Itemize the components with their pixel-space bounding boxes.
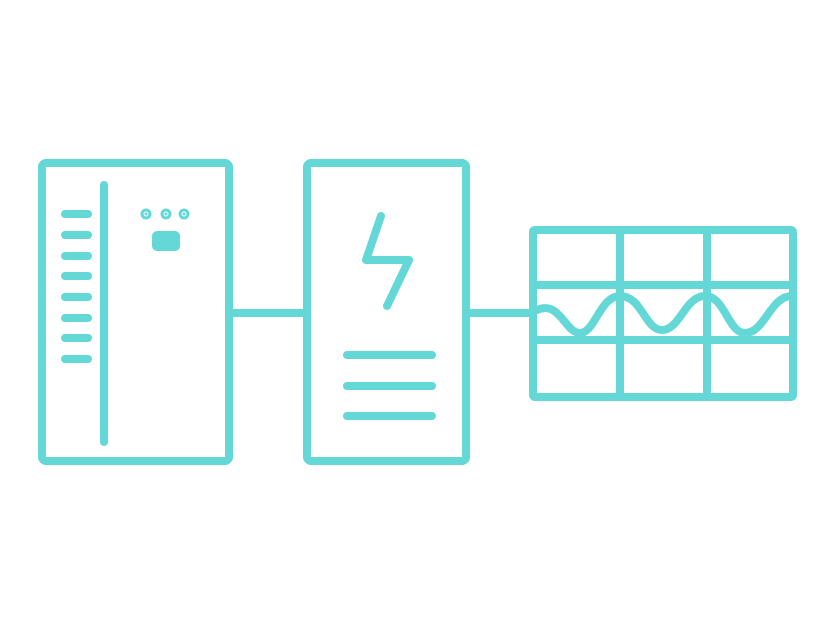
indicator-dot (178, 208, 190, 220)
server-rack-icon (38, 159, 233, 465)
cabinet-box (38, 159, 233, 465)
sine-wave-grid-icon (529, 226, 797, 401)
indicator-dot (140, 208, 152, 220)
vent-slots (61, 210, 92, 363)
inverter-box (303, 159, 470, 465)
sine-wave (533, 292, 796, 337)
inverter-icon (303, 159, 470, 465)
display-panel (152, 231, 180, 251)
lightning-bolt-icon (362, 212, 413, 310)
grid-box (529, 226, 797, 401)
indicator-dot (160, 208, 172, 220)
